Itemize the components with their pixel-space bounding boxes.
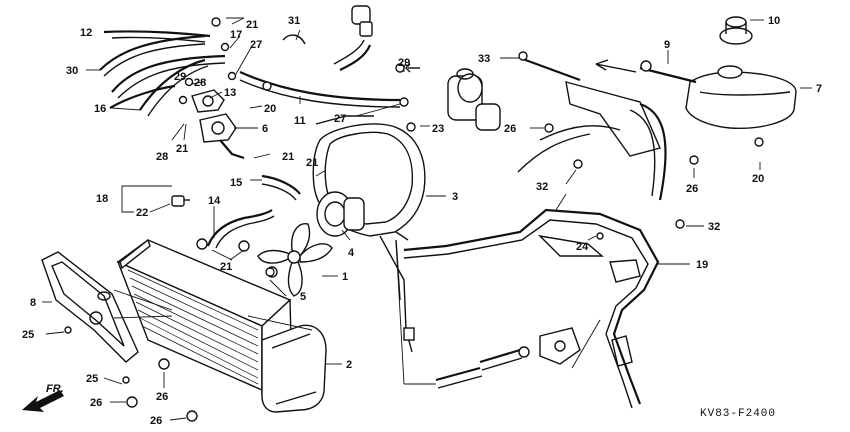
water-pump-cover [539,327,581,365]
callout-26-lower-left: 26 [90,397,102,409]
callout-28: 28 [194,77,206,89]
temperature-sensor [171,195,190,207]
callout-2: 2 [346,359,352,371]
callout-9: 9 [664,39,670,51]
callout-labels: 12 30 16 21 17 27 31 29 28 13 20 6 28 21… [22,15,822,427]
callout-21-mid: 21 [282,151,294,163]
callout-23: 23 [432,123,444,135]
bypass-hoses [435,346,530,389]
lower-hoses [196,174,301,278]
callout-10: 10 [768,15,780,27]
callout-27-mid: 27 [334,113,346,125]
leader-lines [42,17,812,421]
long-bolts [518,51,697,84]
callout-21-lower: 21 [176,143,188,155]
callout-26-lower-mid: 26 [156,391,168,403]
callout-21-bottom: 21 [220,261,232,273]
upper-hose-bundle [99,30,226,117]
callout-14: 14 [208,195,221,207]
carburetor [447,68,501,131]
callout-22: 22 [136,207,148,219]
callout-5: 5 [300,291,306,303]
callout-33: 33 [478,53,490,65]
radiator [116,238,327,413]
callout-26-upper: 26 [504,123,516,135]
hose-clamps [178,17,409,107]
callout-27: 27 [250,39,262,51]
callout-8: 8 [30,297,36,309]
callout-19: 19 [696,259,708,271]
direction-arrows [405,59,637,73]
callout-25-lower: 25 [86,373,98,385]
fasteners [64,81,764,422]
callout-30: 30 [66,65,78,77]
callout-18: 18 [96,193,108,205]
callout-17: 17 [230,29,242,41]
hose-31-and-thermostat [282,5,373,71]
callout-29: 29 [174,71,186,83]
callout-12: 12 [80,27,92,39]
callout-7: 7 [816,83,822,95]
cooling-fan-blade [257,223,333,297]
callout-15: 15 [230,177,242,189]
thermostat-housing [191,89,245,160]
callout-3: 3 [452,191,458,203]
callout-31: 31 [288,15,300,27]
callout-21-fan: 21 [306,157,318,169]
main-frame-bracket [403,208,660,409]
front-indicator: FR. [22,383,64,412]
callout-6: 6 [262,123,268,135]
fan-motor [316,191,365,237]
callout-16: 16 [94,103,106,115]
callout-21: 21 [246,19,258,31]
callout-1: 1 [342,271,348,283]
callout-13: 13 [224,87,236,99]
callout-29-right: 29 [398,57,410,69]
callout-32-upper: 32 [536,181,548,193]
callout-20: 20 [264,103,276,115]
callout-32-right: 32 [708,221,720,233]
reserve-tank-cap [719,16,753,45]
callout-24: 24 [576,241,589,253]
radiator-guard [41,251,139,363]
hose-11 [239,70,401,108]
front-indicator-label: FR. [46,383,64,395]
callout-25-upper: 25 [22,329,34,341]
callout-4: 4 [348,247,355,259]
callout-28-lower: 28 [156,151,168,163]
callout-11: 11 [294,115,306,127]
callout-26-right: 26 [686,183,698,195]
reserve-tank [685,65,797,130]
diagram-code: KV83-F2400 [700,408,776,420]
callout-20-right: 20 [752,173,764,185]
callout-26-bottom: 26 [150,415,162,427]
upper-bracket [517,81,667,201]
